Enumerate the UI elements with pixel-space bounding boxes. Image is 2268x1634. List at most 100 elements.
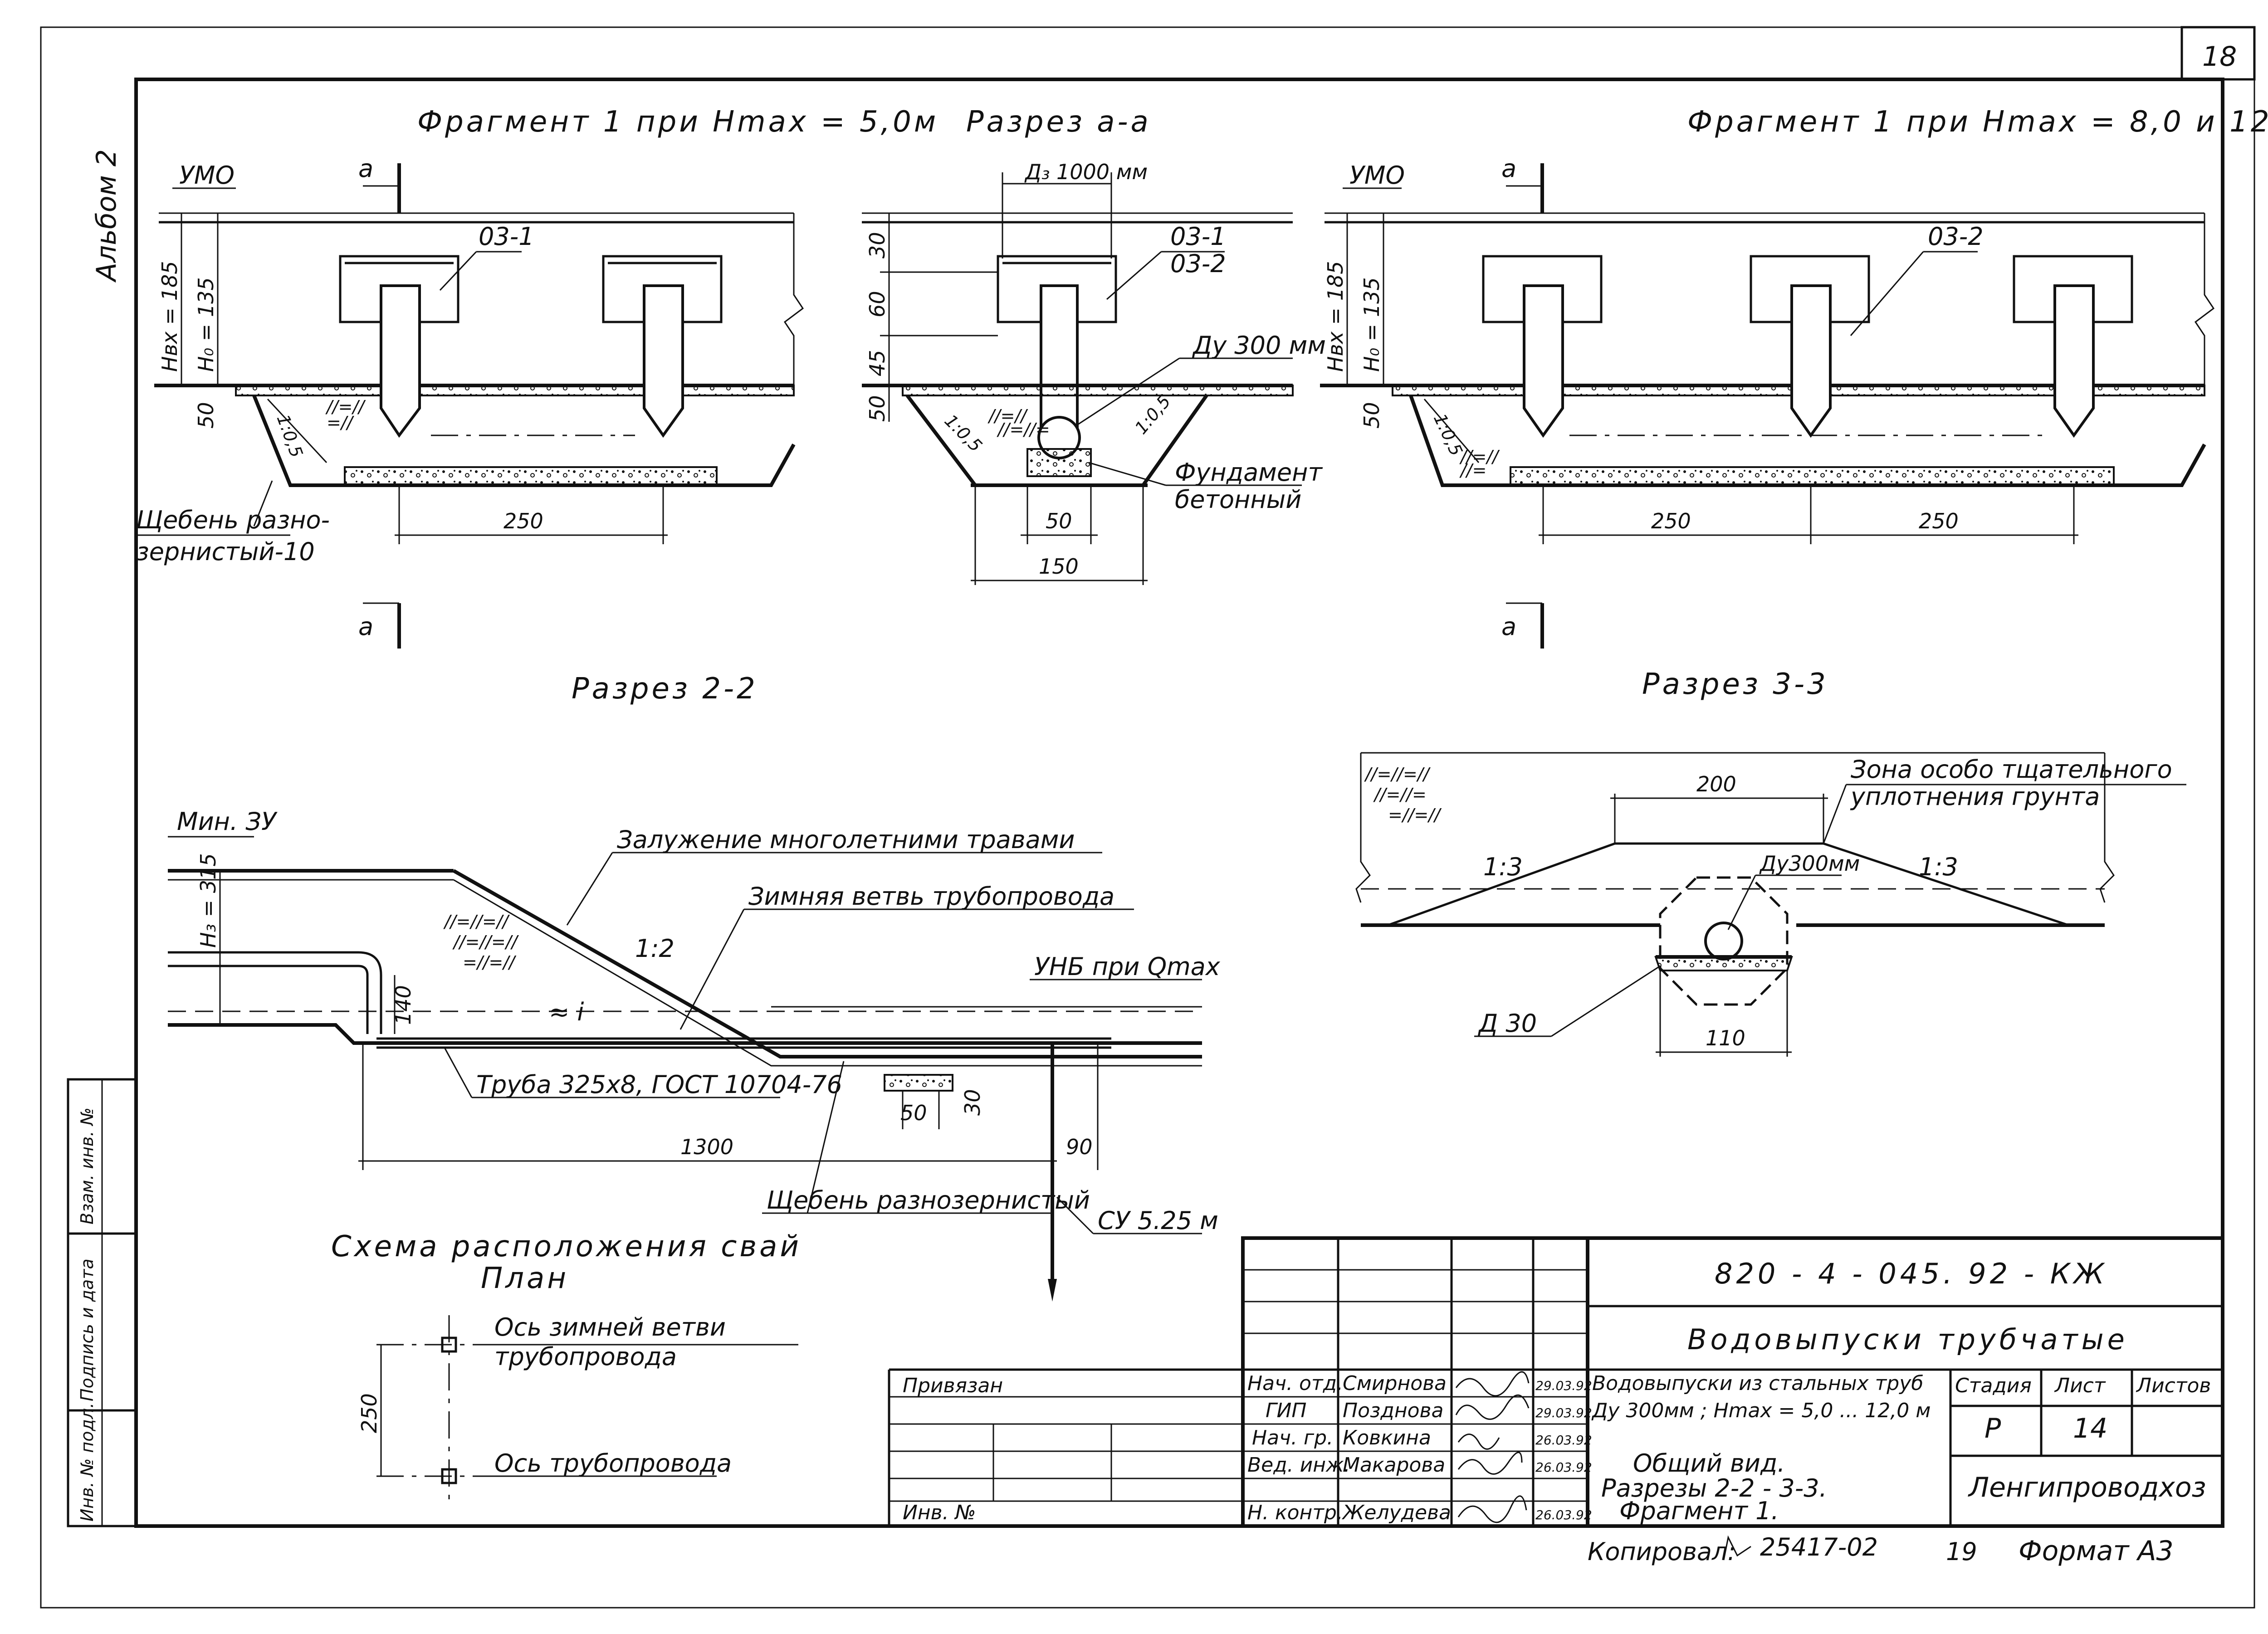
sheet-number-box [2180,26,2256,81]
w50-label: 50 [1046,509,1072,533]
d30-label: Д 30 [1478,1009,1537,1038]
dim-1300: 1300 [680,1135,733,1159]
d3-label: Д₃ 1000 мм [1024,160,1148,184]
side-replace-inv: Взам. инв. № [77,1107,97,1224]
date-1: 29.03.92 [1535,1405,1592,1420]
role-0: Нач. отд. [1247,1372,1343,1395]
copy-num-19: 19 [1946,1537,1977,1566]
svg-text:=//: =// [327,413,355,433]
dim-50-2: 50 [1359,402,1384,429]
span-250-a: 250 [1651,509,1691,533]
date-4: 26.03.92 [1535,1507,1592,1522]
marker-a-bottom-2: а [1501,612,1516,641]
ref-03-2-aa: 03-2 [1170,249,1226,278]
name-4: Желудева [1341,1501,1451,1524]
side-sign-date: Подпись и дата [77,1258,97,1401]
foundation-1: Фундамент [1175,458,1323,487]
name-1: Позднова [1343,1399,1443,1422]
ref-03-1: 03-1 [479,222,534,251]
svg-text://=: //= [1459,460,1486,480]
side-stamp: Инв. № подл. Подпись и дата Взам. инв. № [67,1078,137,1527]
date-2: 26.03.92 [1535,1433,1592,1448]
foundation-2: бетонный [1175,485,1301,514]
sheet-title-1: Общий вид. [1633,1449,1785,1478]
signature-2 [1457,1434,1500,1450]
incline-label: ≈ i [549,998,584,1026]
plan-dim-250: 250 [357,1393,381,1433]
pile-label: СУ 5.25 м [1098,1206,1218,1235]
section-3-3: Разрез 3-3 //=//=// //=//= =//=// 1:3 1:… [1355,668,2186,1057]
winter-label: Зимняя ветвь трубопровода [748,882,1114,911]
zone-2: уплотнения грунта [1850,782,2100,811]
dim-90: 90 [1066,1135,1093,1159]
dim-30-22: 30 [960,1089,985,1116]
zone-1: Зона особо тщательного [1851,755,2172,784]
plan-title-2: План [481,1262,569,1295]
axis-1-a: Ось зимней ветви [494,1313,726,1341]
fragment1-8m: Фрагмент 1 при Hmax = 8,0 и 12,0м УМО а … [1320,105,2268,649]
svg-text://=//=: //=//= [1373,785,1427,805]
sheet-title-3: Фрагмент 1. [1619,1497,1779,1525]
sheets-h: Листов [2136,1374,2211,1397]
section-marker-a-top: а [358,154,373,183]
name-0: Смирнова [1343,1372,1447,1395]
svg-text://=//: //=// [1459,447,1500,467]
section22-title: Разрез 2-2 [572,672,758,706]
title-block: Привязан Инв. № Нач. отд. Смирнова 29.03… [888,1236,2224,1567]
soil-33: //=//=// [1364,764,1431,784]
svg-text:=//=//: =//=// [463,952,517,972]
plan-title-1: Схема расположения свай [331,1230,802,1263]
date-3: 26.03.92 [1535,1460,1592,1475]
axis-2: Ось трубопровода [494,1449,732,1478]
org-name: Ленгипроводхоз [1968,1472,2206,1503]
name-2: Ковкина [1343,1426,1431,1449]
role-4: Н. контр. [1247,1501,1343,1524]
min-level: Мин. ЗУ [177,807,278,836]
slope-12: 1:2 [635,934,675,963]
svg-text://=//=: //=//= [997,419,1050,439]
sheet-value: 14 [2073,1413,2107,1444]
role-2: Нач. гр. [1252,1426,1333,1449]
h-level: H₃ = 315 [196,853,220,948]
soil-22: //=//=// [443,912,510,932]
gravel-22: Щебень разнозернистый [767,1186,1090,1215]
role-3: Вед. инж. [1247,1454,1350,1477]
copied-signature [1723,1535,1751,1561]
marker-a-top-2: а [1501,154,1516,183]
span-250-b: 250 [1919,509,1959,533]
section-2-2: Разрез 2-2 Мин. ЗУ H₃ = 315 140 ≈ i //=/… [168,672,1221,1302]
date-0: 29.03.92 [1535,1378,1592,1393]
copy-number: 25417-02 [1760,1533,1878,1561]
section-aa: Разрез а-а Д₃ 1000 мм 30 60 45 50 1:0,5 … [862,105,1326,585]
h30-label: 30 [865,232,890,259]
dim-50: 50 [194,402,218,429]
desc-1: Водовыпуски из стальных труб [1592,1372,1923,1395]
pipe-33: Ду300мм [1759,851,1860,876]
grass-label: Залужение многолетними травами [617,825,1075,854]
gravel-note-2: зернистый-10 [136,537,315,566]
sheet-h: Лист [2054,1374,2106,1397]
section-aa-title: Разрез а-а [966,105,1151,139]
h50-label: 50 [865,395,890,422]
stage-value: Р [1984,1413,2001,1444]
dim-110: 110 [1706,1026,1745,1050]
h45-label: 45 [865,350,890,376]
format-label: Формат А3 [2019,1535,2174,1567]
fragment1-5m: Фрагмент 1 при Hmax = 5,0м УМО а а Hвх =… [136,105,938,649]
sheet-title-2: Разрезы 2-2 - 3-3. [1601,1474,1827,1502]
album-label: Альбом 2 [91,149,122,283]
dim-200: 200 [1696,772,1736,796]
fragment1-5m-title: Фрагмент 1 при Hmax = 5,0м [417,105,938,139]
slope-right: 1:0,5 [1131,391,1174,438]
signature-0 [1455,1371,1530,1397]
name-3: Макарова [1343,1454,1445,1477]
sheet-number: 18 [2202,41,2237,73]
ref-03-1-aa: 03-1 [1170,222,1226,251]
doc-code: 820 - 4 - 045. 92 - КЖ [1715,1257,2108,1290]
signature-4 [1457,1495,1527,1523]
desc-2: Ду 300мм ; Hmax = 5,0 ... 12,0 м [1591,1399,1931,1422]
bound-label: Привязан [903,1374,1003,1397]
section33-title: Разрез 3-3 [1642,668,1828,701]
umo-label-2: УМО [1349,161,1405,190]
h60-label: 60 [865,291,890,317]
